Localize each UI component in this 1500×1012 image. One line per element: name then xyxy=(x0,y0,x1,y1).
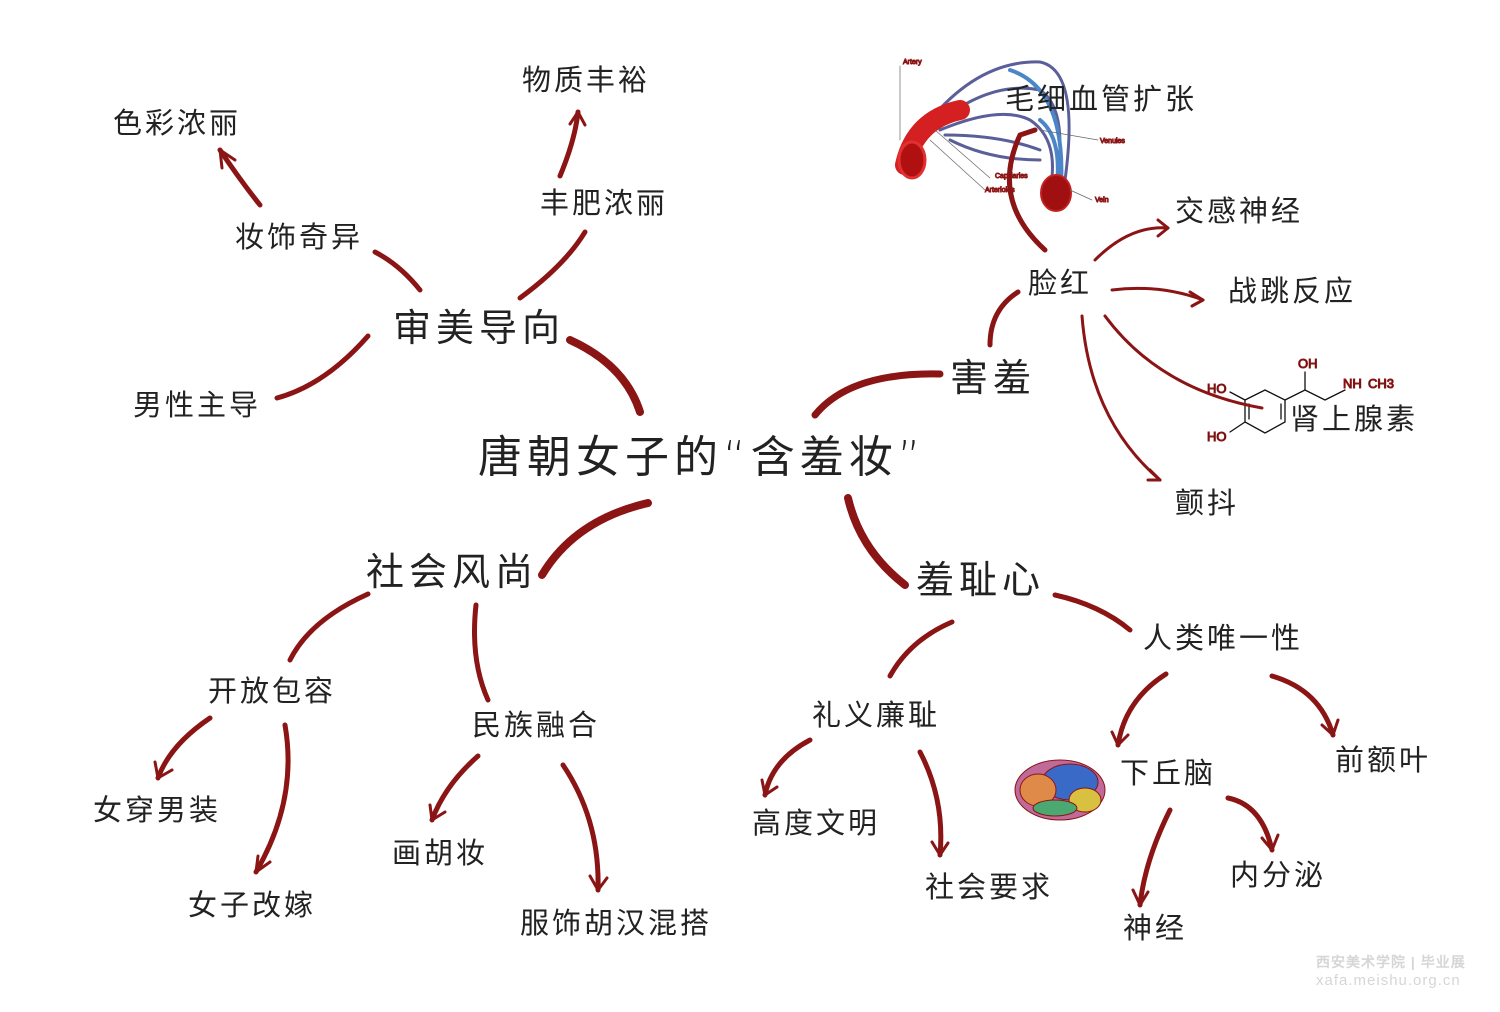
node-color: 色彩浓丽 xyxy=(113,106,242,140)
adrenaline-structure xyxy=(1229,371,1346,434)
node-adrenaline: 肾上腺素 xyxy=(1290,402,1419,436)
chem-ch3: CH3 xyxy=(1368,376,1394,391)
node-aesthetic: 审美导向 xyxy=(393,306,566,350)
brain-illustration xyxy=(1014,759,1106,821)
chem-oh: OH xyxy=(1298,356,1318,371)
node-clothing: 服饰胡汉混搭 xyxy=(520,906,713,940)
node-open: 开放包容 xyxy=(208,674,337,708)
watermark-show: 毕业展 xyxy=(1420,954,1466,970)
watermark-url: xafa.meishu.org.cn xyxy=(1316,972,1461,989)
node-nerve: 神经 xyxy=(1123,911,1188,945)
node-social-req: 社会要求 xyxy=(925,870,1054,904)
node-unique: 人类唯一性 xyxy=(1143,621,1304,655)
node-plump: 丰肥浓丽 xyxy=(540,186,669,220)
node-society: 社会风尚 xyxy=(366,550,539,594)
chem-ho-1: HO xyxy=(1207,381,1227,396)
artery-label: Artery xyxy=(903,59,922,66)
center-topic: 唐朝女子的“含羞妆” xyxy=(478,432,926,483)
node-propriety: 礼义廉耻 xyxy=(812,698,941,732)
node-remarry: 女子改嫁 xyxy=(188,888,317,922)
blood-vessel-illustration xyxy=(895,60,1099,212)
node-wealth: 物质丰裕 xyxy=(522,63,651,97)
node-male: 男性主导 xyxy=(133,388,262,422)
venules-label: Venules xyxy=(1100,138,1125,145)
node-tremble: 颤抖 xyxy=(1175,486,1240,520)
watermark: 西安美术学院 | 毕业展 xafa.meishu.org.cn xyxy=(1316,954,1466,989)
chem-ho-2: HO xyxy=(1207,429,1227,444)
node-sympathetic: 交感神经 xyxy=(1175,194,1304,228)
vein-label: Vein xyxy=(1095,197,1109,204)
node-fight: 战跳反应 xyxy=(1228,274,1357,308)
capillaries-label: Capillaries xyxy=(995,173,1028,180)
node-shame: 羞耻心 xyxy=(916,558,1046,602)
chem-nh: NH xyxy=(1343,376,1362,391)
node-shy: 害羞 xyxy=(950,356,1037,400)
node-makeup: 妆饰奇异 xyxy=(235,220,364,254)
watermark-school: 西安美术学院 xyxy=(1316,954,1406,970)
arterioles-label: Arterioles xyxy=(985,187,1015,194)
node-hu-makeup: 画胡妆 xyxy=(392,836,489,870)
node-capillary: 毛细血管扩张 xyxy=(1005,82,1198,116)
node-endocrine: 内分泌 xyxy=(1230,858,1327,892)
node-ethnic: 民族融合 xyxy=(472,708,601,742)
node-prefrontal: 前额叶 xyxy=(1335,743,1432,777)
node-civilization: 高度文明 xyxy=(752,806,881,840)
node-hypothalamus: 下丘脑 xyxy=(1120,756,1217,790)
node-blush: 脸红 xyxy=(1028,266,1093,300)
node-crossdress: 女穿男装 xyxy=(93,793,222,827)
